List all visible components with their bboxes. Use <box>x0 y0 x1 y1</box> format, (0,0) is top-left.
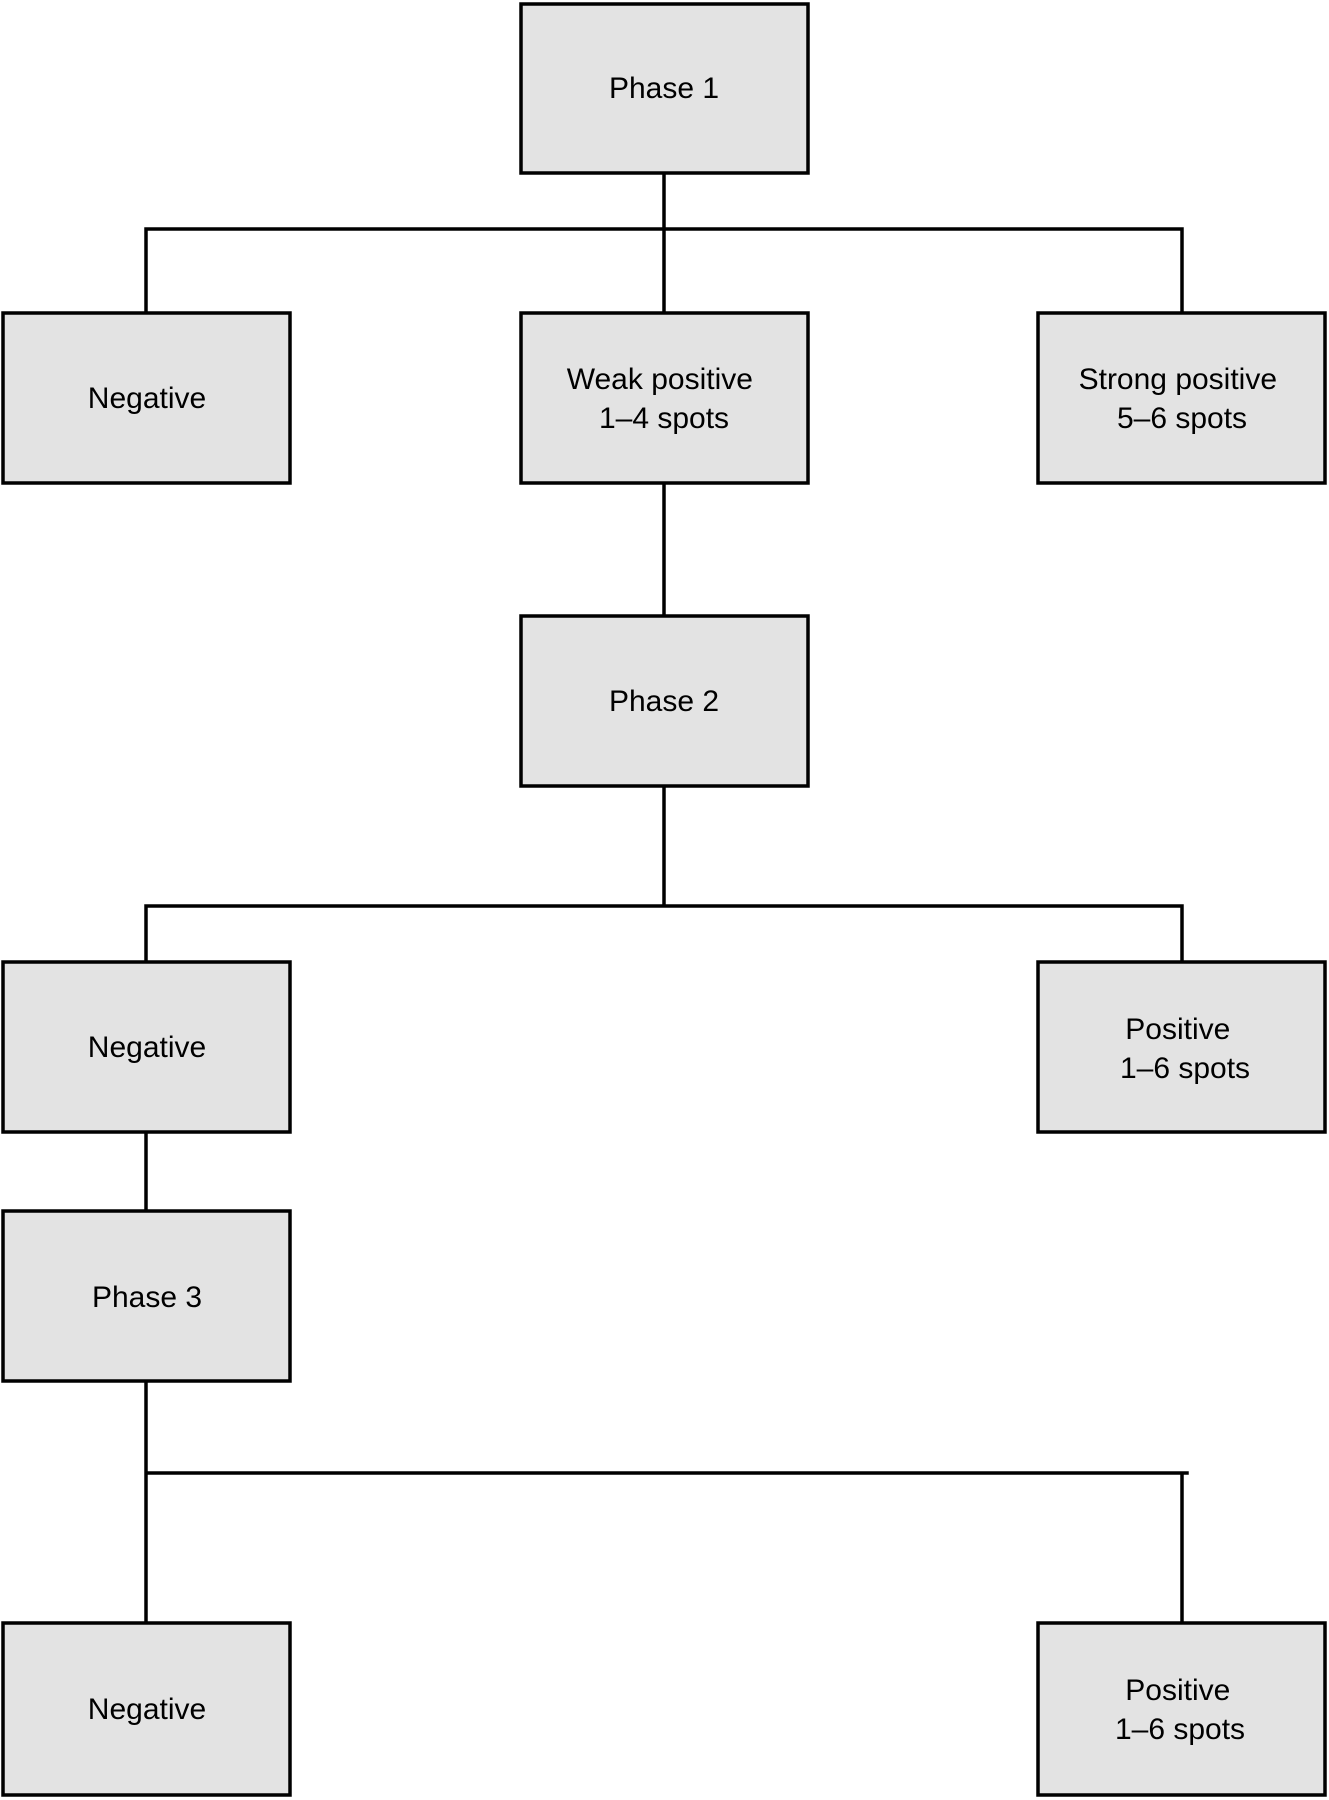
node-p1-strong-positive: Strong positive 5–6 spots <box>1036 311 1327 485</box>
node-label: Weak positive 1–4 spots <box>567 363 762 435</box>
node-p3-positive: Positive 1–6 spots <box>1036 1621 1327 1797</box>
node-box <box>1 311 292 485</box>
node-box <box>519 311 810 485</box>
node-box <box>1 960 292 1134</box>
node-label-line: Negative <box>88 1693 206 1726</box>
node-label-line: Strong positive <box>1079 363 1277 396</box>
node-phase2: Phase 2 <box>519 614 810 788</box>
node-p1-weak-positive: Weak positive 1–4 spots <box>519 311 810 485</box>
connectors <box>144 171 1189 1625</box>
node-label: Phase 1 <box>609 72 719 105</box>
node-phase3: Phase 3 <box>1 1209 292 1383</box>
node-p3-negative: Negative <box>1 1621 292 1797</box>
node-label: Negative <box>88 382 206 415</box>
node-label: Positive 1–6 spots <box>1120 1013 1250 1085</box>
node-box <box>1036 1621 1327 1797</box>
node-label: Positive 1–6 spots <box>1115 1674 1245 1746</box>
node-box <box>1036 311 1327 485</box>
node-box <box>1 1209 292 1383</box>
node-p1-negative: Negative <box>1 311 292 485</box>
node-label-line: 1–6 spots <box>1115 1713 1245 1746</box>
node-label-line: Positive <box>1125 1674 1230 1707</box>
node-label-line: Phase 1 <box>609 72 719 105</box>
connector-phase3-outcomes <box>144 1379 1189 1625</box>
node-label-line: Phase 3 <box>92 1281 202 1314</box>
node-box <box>519 2 810 175</box>
node-box <box>1036 960 1327 1134</box>
node-phase1: Phase 1 <box>519 2 810 175</box>
node-label-line: 5–6 spots <box>1117 402 1247 435</box>
node-p2-positive: Positive 1–6 spots <box>1036 960 1327 1134</box>
node-label-line: Positive <box>1125 1013 1230 1046</box>
node-label-line: 1–6 spots <box>1120 1052 1250 1085</box>
node-label: Phase 3 <box>92 1281 202 1314</box>
node-label-line: 1–4 spots <box>599 402 729 435</box>
node-label-line: Weak positive <box>567 363 753 396</box>
node-p2-negative: Negative <box>1 960 292 1134</box>
node-label: Negative <box>88 1031 206 1064</box>
node-label: Phase 2 <box>609 685 719 718</box>
connector-phase1-outcomes <box>144 171 1184 315</box>
node-label: Negative <box>88 1693 206 1726</box>
node-label-line: Negative <box>88 1031 206 1064</box>
node-box <box>1 1621 292 1797</box>
node-label-line: Phase 2 <box>609 685 719 718</box>
connector-phase2-outcomes <box>144 784 1184 964</box>
node-box <box>519 614 810 788</box>
node-label: Strong positive 5–6 spots <box>1079 363 1286 435</box>
node-label-line: Negative <box>88 382 206 415</box>
